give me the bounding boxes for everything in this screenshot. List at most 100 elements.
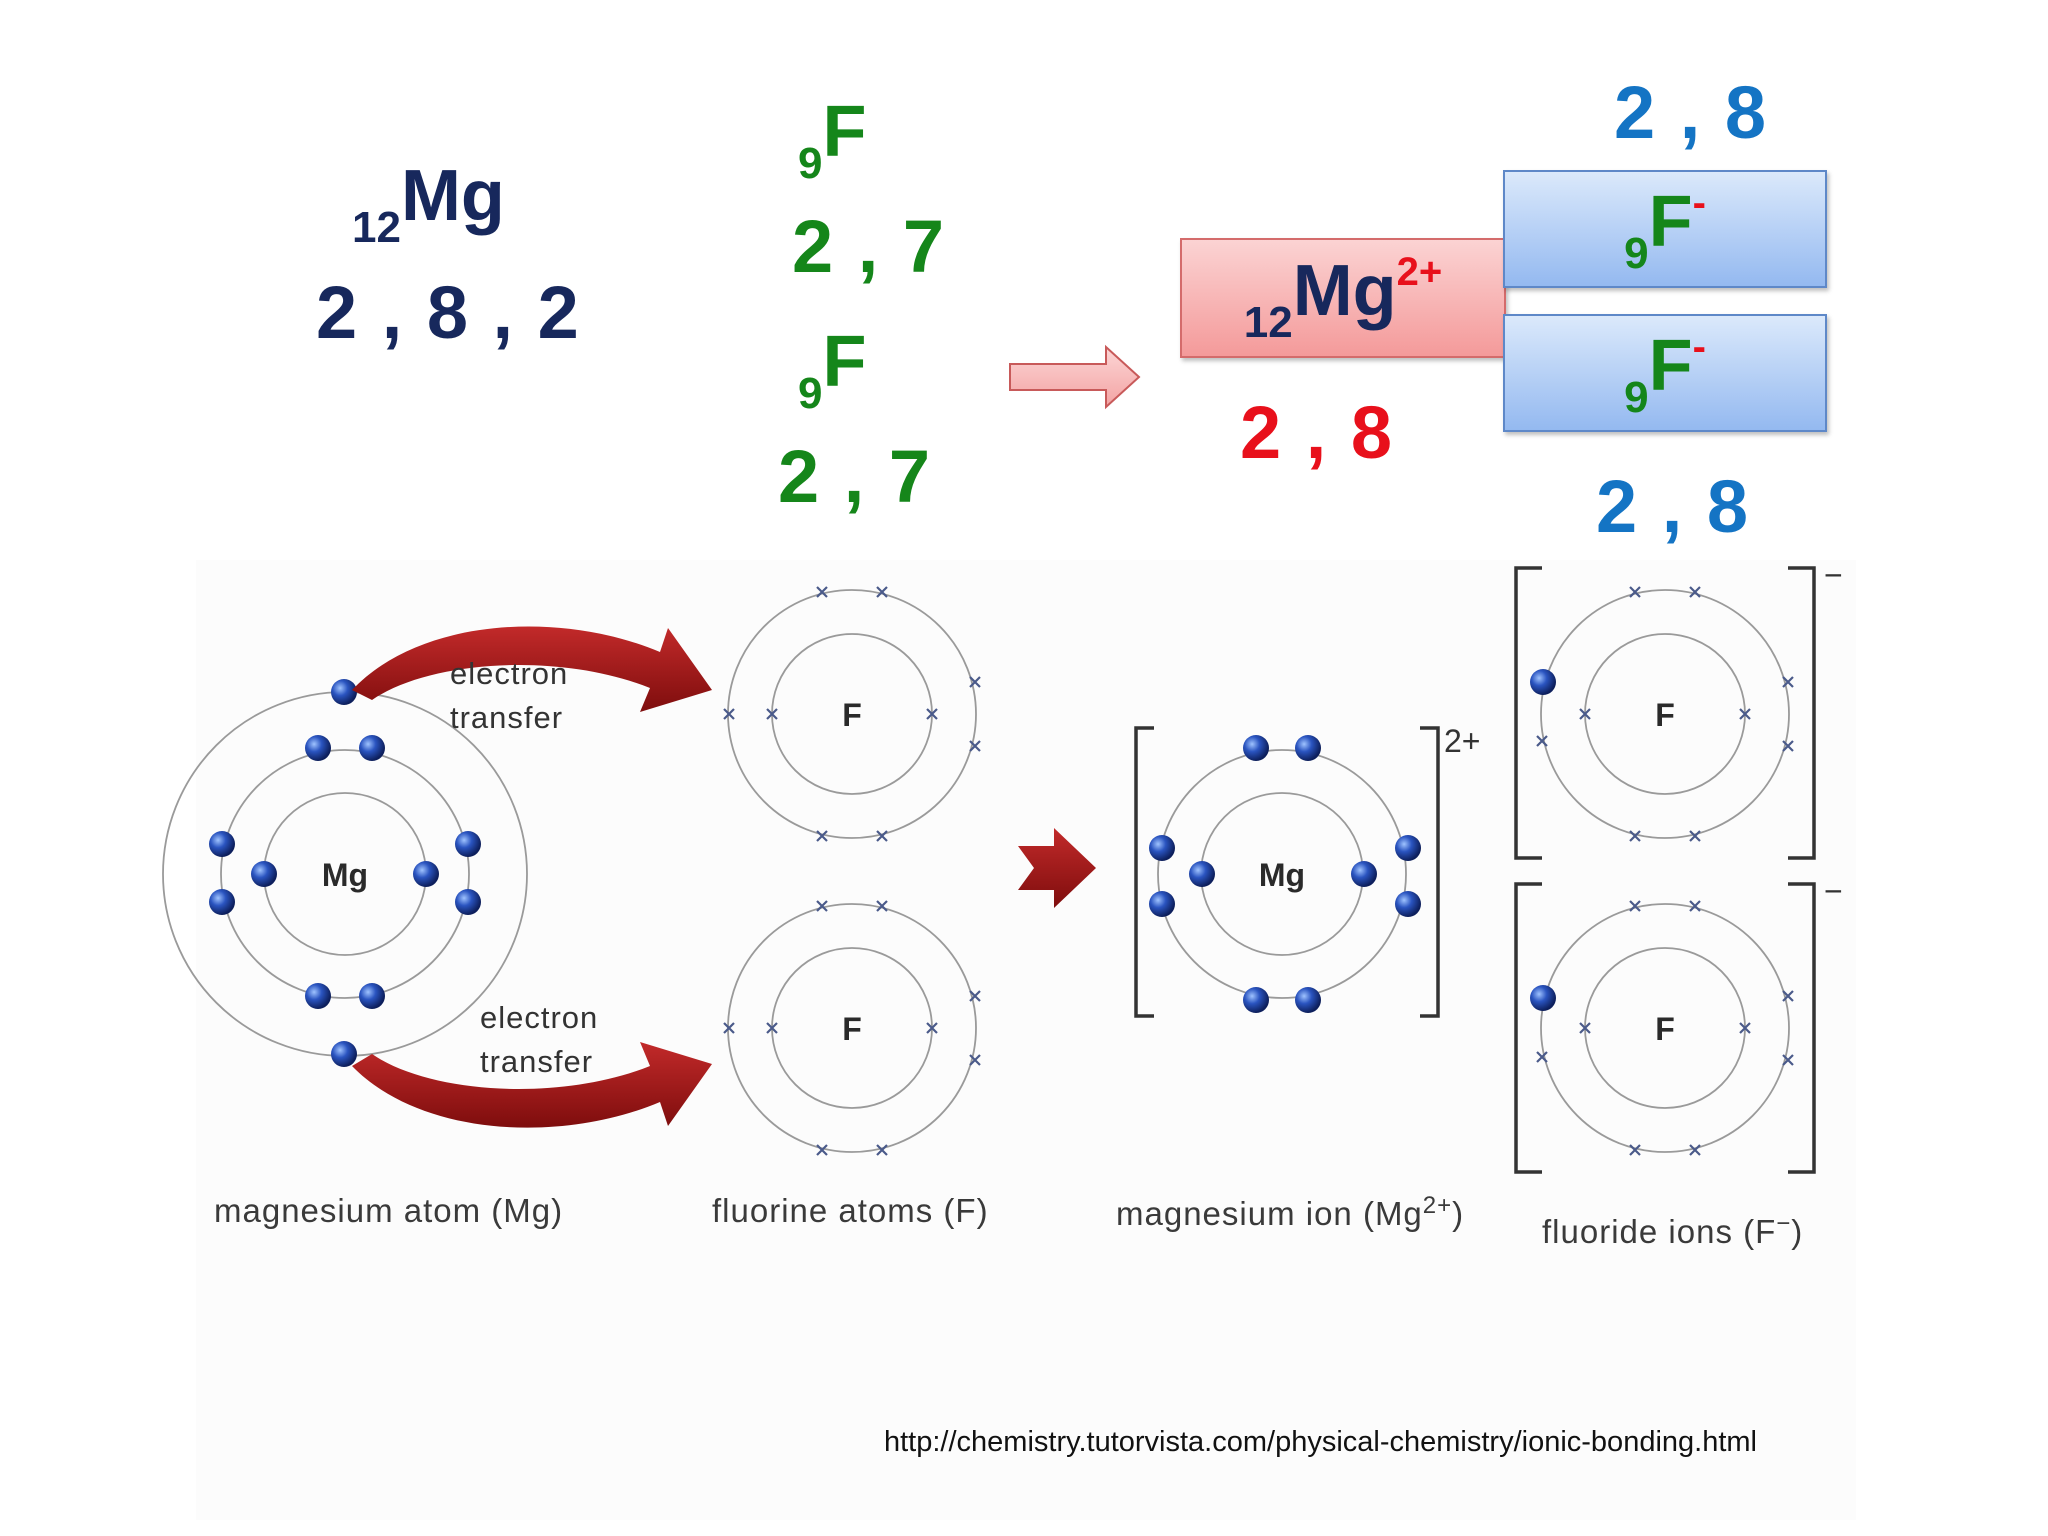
electron	[331, 1041, 357, 1067]
caption-f-atoms: fluorine atoms (F)	[712, 1192, 989, 1229]
f-atom-2-nucleus-label: F	[842, 1011, 862, 1047]
caption-f-ions-prefix: fluoride ions (F	[1542, 1213, 1777, 1250]
electron	[413, 861, 439, 887]
mg-electrons	[209, 679, 481, 1067]
f-ion-1-nucleus-label: F	[1655, 697, 1675, 733]
electron	[1243, 735, 1269, 761]
f-atom-2-model: F	[723, 900, 981, 1156]
f-ion-2-model: − F	[1514, 873, 1843, 1174]
mg-ion-left-bracket	[1134, 726, 1154, 1018]
electron	[209, 889, 235, 915]
reaction-arrow	[1009, 344, 1141, 410]
mg-atom-config: 2 , 8 , 2	[316, 271, 581, 354]
f-ion-2-box: 9F-	[1503, 314, 1827, 432]
mg-atom-symbol: 12Mg	[352, 160, 505, 250]
f-ion-2-bracket-charge: −	[1824, 873, 1843, 909]
f-ion-1-model: − F	[1514, 557, 1843, 860]
f-ion-2-atomic-number: 9	[1624, 372, 1649, 422]
transfer-label-1-line-2: transfer	[450, 700, 563, 735]
caption-f-ions-sup: −	[1776, 1210, 1792, 1237]
electron	[455, 889, 481, 915]
f-atom-2-atomic-number: 9	[798, 369, 823, 418]
f-ion-1-config: 2 , 8	[1614, 71, 1768, 154]
f-ion-1-symbol: 9F-	[1624, 183, 1706, 276]
electron	[209, 831, 235, 857]
f-atom-1-config: 2 , 7	[792, 205, 946, 288]
electron	[1243, 987, 1269, 1013]
mg-atomic-number: 12	[352, 203, 401, 252]
electron	[305, 983, 331, 1009]
f-atom-1-electron-crosses	[723, 586, 981, 842]
f-ion-2-symbol: 9F-	[1624, 327, 1706, 420]
f-atom-2-symbol: 9F	[798, 326, 866, 416]
electron	[251, 861, 277, 887]
f-ion-2-electron-crosses	[1536, 900, 1794, 1156]
f-ion-2-right-bracket	[1788, 882, 1816, 1174]
electron	[359, 983, 385, 1009]
electron	[1530, 669, 1556, 695]
f-ion-2-charge: -	[1692, 324, 1706, 369]
electron	[1395, 891, 1421, 917]
f-atom-1-model: F	[723, 586, 981, 842]
electron	[331, 679, 357, 705]
electron	[1351, 861, 1377, 887]
caption-mg-ion-suffix: )	[1452, 1195, 1465, 1232]
electron	[1149, 835, 1175, 861]
mg-ion-right-bracket	[1420, 726, 1440, 1018]
mg-symbol: Mg	[400, 156, 505, 236]
mg-nucleus-label: Mg	[322, 857, 368, 893]
f-atom-2-letter: F	[822, 322, 867, 402]
electron	[1149, 891, 1175, 917]
caption-mg-atom: magnesium atom (Mg)	[214, 1192, 564, 1229]
f-atom-1-nucleus-label: F	[842, 697, 862, 733]
f-ion-1-electron-crosses	[1536, 586, 1794, 842]
transfer-arrow-lower	[352, 1042, 712, 1128]
f-ion-2-nucleus-label: F	[1655, 1011, 1675, 1047]
electron	[1295, 987, 1321, 1013]
mg-ion-letter: Mg	[1292, 250, 1397, 331]
f-ion-2-letter: F	[1648, 325, 1693, 406]
f-ion-2-config: 2 , 8	[1596, 465, 1750, 548]
f-ion-1-atomic-number: 9	[1624, 228, 1649, 278]
transfer-arrow-upper	[352, 626, 712, 712]
caption-mg-ion-sup: 2+	[1422, 1192, 1453, 1219]
caption-f-ions-suffix: )	[1791, 1213, 1804, 1250]
mg-ion-nucleus-label: Mg	[1259, 857, 1305, 893]
electron	[305, 735, 331, 761]
f-ion-1-charge: -	[1692, 180, 1706, 225]
transfer-label-2-line-2: transfer	[480, 1044, 593, 1079]
mg-ion-bracket-charge: 2+	[1444, 723, 1480, 759]
f-ion-1-box: 9F-	[1503, 170, 1827, 288]
mg-ion-symbol: 12Mg2+	[1244, 252, 1443, 345]
transfer-label-2-line-1: electron	[480, 1000, 598, 1035]
transfer-label-1-line-1: electron	[450, 656, 568, 691]
bottom-reaction-arrow	[1018, 828, 1096, 908]
mg-ion-config: 2 , 8	[1240, 391, 1394, 474]
f-atom-1-letter: F	[822, 92, 867, 172]
f-atom-1-atomic-number: 9	[798, 139, 823, 188]
caption-mg-ion: magnesium ion (Mg2+)	[1116, 1192, 1464, 1233]
electron	[359, 735, 385, 761]
source-url: http://chemistry.tutorvista.com/physical…	[884, 1426, 1757, 1458]
electron	[1189, 861, 1215, 887]
figure-backdrop	[196, 560, 1856, 1520]
f-ion-2-left-bracket	[1514, 882, 1542, 1174]
mg-ion-model: 2+ Mg	[1134, 723, 1480, 1018]
electron	[455, 831, 481, 857]
f-ion-1-letter: F	[1648, 181, 1693, 262]
electron	[1395, 835, 1421, 861]
mg-ion-charge: 2+	[1396, 249, 1443, 294]
mg-ion-atomic-number: 12	[1243, 297, 1293, 347]
f-atom-1-symbol: 9F	[798, 96, 866, 186]
caption-f-ions: fluoride ions (F−)	[1542, 1210, 1803, 1251]
f-ion-1-left-bracket	[1514, 566, 1542, 860]
f-atom-2-config: 2 , 7	[778, 435, 932, 518]
mg-ion-box: 12Mg2+	[1180, 238, 1506, 358]
caption-mg-ion-prefix: magnesium ion (Mg	[1116, 1195, 1423, 1232]
f-ion-1-right-bracket	[1788, 566, 1816, 860]
electron	[1295, 735, 1321, 761]
mg-shell-2	[220, 749, 470, 999]
f-ion-1-bracket-charge: −	[1824, 557, 1843, 593]
f-atom-2-electron-crosses	[723, 900, 981, 1156]
